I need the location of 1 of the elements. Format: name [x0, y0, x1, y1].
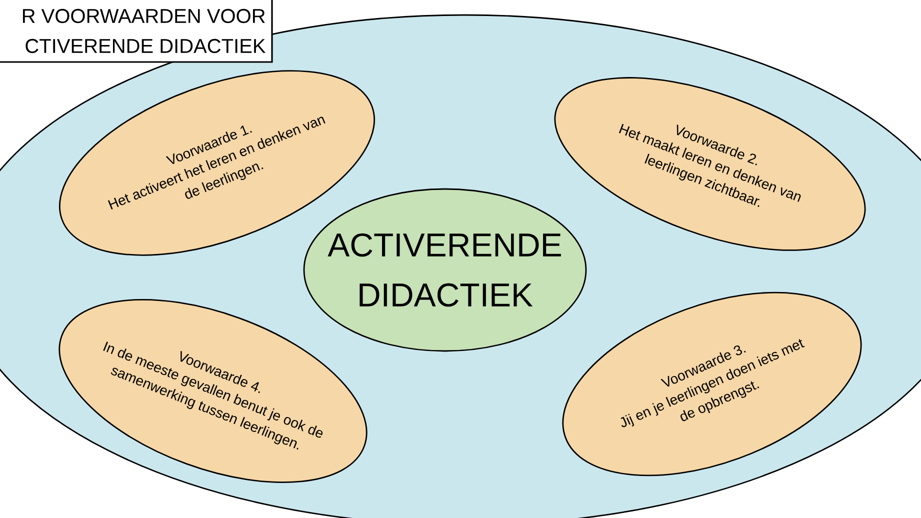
- title-box: R VOORWAARDEN VOOR CTIVERENDE DIDACTIEK: [0, 0, 273, 63]
